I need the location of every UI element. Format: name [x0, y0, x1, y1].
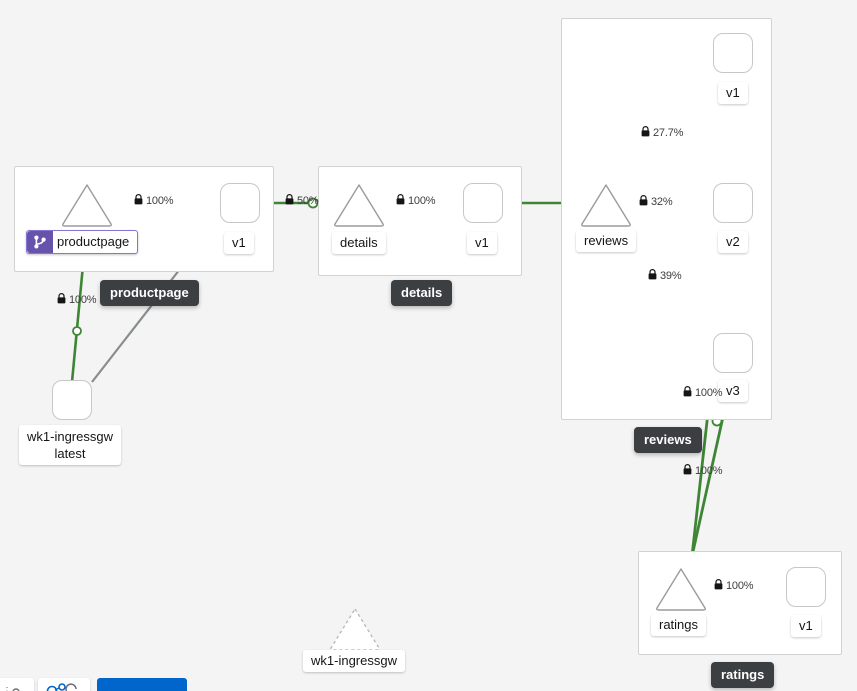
- edge-label-details-to-v1: 100%: [396, 194, 436, 208]
- edge-label-text: 100%: [695, 387, 723, 399]
- service-node-ingressgw-outside[interactable]: [329, 606, 381, 652]
- tooltip-reviews: reviews: [634, 427, 702, 453]
- graph-find-chip[interactable]: [38, 678, 90, 691]
- lock-icon: [648, 269, 657, 283]
- graph-primary-button[interactable]: [97, 678, 187, 691]
- node-label-ratings[interactable]: ratings: [651, 614, 707, 636]
- lock-icon: [57, 293, 66, 307]
- service-node-reviews[interactable]: [580, 182, 632, 228]
- tooltip-details: details: [391, 280, 453, 306]
- lock-icon: [396, 194, 405, 208]
- lock-icon: [683, 386, 692, 400]
- edge-label-text: 100%: [146, 195, 174, 207]
- node-label-reviews[interactable]: reviews: [576, 230, 637, 252]
- edge-label-productpage-v1-to-details: 50%: [285, 194, 319, 208]
- node-label-details[interactable]: details: [332, 232, 386, 254]
- node-label-ratings-v1[interactable]: v1: [791, 615, 821, 637]
- edge-label-ratings-to-v1: 100%: [714, 579, 754, 593]
- workload-node-details-v1[interactable]: [463, 183, 503, 223]
- node-label-details-v1[interactable]: v1: [467, 232, 497, 254]
- node-label-reviews-v1[interactable]: v1: [718, 82, 748, 104]
- edge-label-reviews-to-v2: 32%: [639, 195, 673, 209]
- node-label-ingressgw-name: wk1-ingressgw: [27, 429, 113, 444]
- edge-label-reviews-to-v1: 27.7%: [641, 126, 683, 140]
- service-node-productpage[interactable]: [61, 182, 113, 228]
- node-label-reviews-v3[interactable]: v3: [718, 380, 748, 402]
- edge-label-text: 100%: [408, 195, 436, 207]
- virtualservice-icon: [27, 231, 53, 253]
- workload-node-reviews-v2[interactable]: [713, 183, 753, 223]
- workload-node-productpage-v1[interactable]: [220, 183, 260, 223]
- graph-legend-chip[interactable]: ⋮: [0, 678, 34, 691]
- edge-label-text: 100%: [695, 465, 723, 477]
- node-label-text: productpage: [57, 234, 130, 249]
- lock-icon: [134, 194, 143, 208]
- edge-label-text: 27.7%: [653, 127, 684, 139]
- node-label-ingressgw[interactable]: wk1-ingressgw latest: [19, 425, 121, 465]
- edge-label-ingressgw-to-productpage: 100%: [57, 293, 97, 307]
- node-label-ingressgw-version: latest: [54, 446, 86, 461]
- lock-icon: [639, 195, 648, 209]
- edge-label-text: 39%: [660, 270, 682, 282]
- edge-label-text: 32%: [651, 196, 673, 208]
- lock-icon: [285, 194, 294, 208]
- node-label-ingressgw-outside[interactable]: wk1-ingressgw: [303, 650, 405, 672]
- edge-label-text: 50%: [297, 195, 319, 207]
- node-label-productpage[interactable]: productpage: [26, 230, 139, 254]
- edge-label-reviews-v2-to-ratings: 100%: [683, 464, 723, 478]
- edge-label-productpage-to-v1: 100%: [134, 194, 174, 208]
- workload-node-reviews-v1[interactable]: [713, 33, 753, 73]
- service-node-details[interactable]: [333, 182, 385, 228]
- service-node-ratings[interactable]: [655, 566, 707, 612]
- workload-node-reviews-v3[interactable]: [713, 333, 753, 373]
- lock-icon: [683, 464, 692, 478]
- edge-label-reviews-to-v3: 39%: [648, 269, 682, 283]
- edge-label-reviews-v3-to-ratings: 100%: [683, 386, 723, 400]
- edge-label-text: 100%: [69, 294, 97, 306]
- lock-icon: [641, 126, 650, 140]
- workload-node-ingressgw[interactable]: [52, 380, 92, 420]
- svg-text:⋮: ⋮: [2, 686, 12, 691]
- node-label-productpage-v1[interactable]: v1: [224, 232, 254, 254]
- workload-node-ratings-v1[interactable]: [786, 567, 826, 607]
- tooltip-ratings: ratings: [711, 662, 775, 688]
- lock-icon: [714, 579, 723, 593]
- edge-label-text: 100%: [726, 580, 754, 592]
- node-label-reviews-v2[interactable]: v2: [718, 231, 748, 253]
- tooltip-productpage: productpage: [100, 280, 199, 306]
